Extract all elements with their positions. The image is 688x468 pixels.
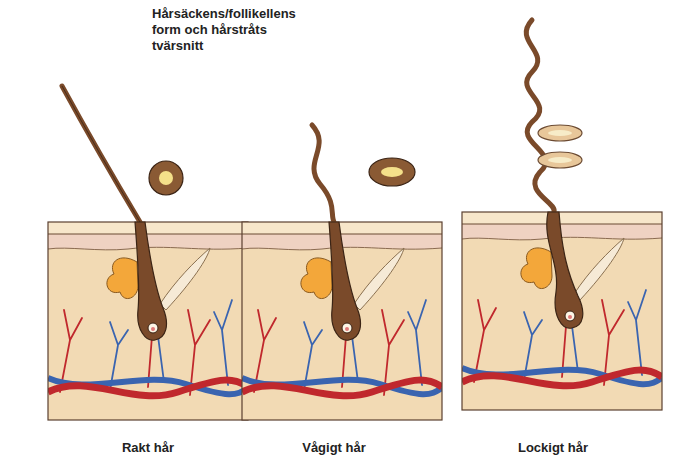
- panel-label: Lockigt hår: [518, 440, 588, 456]
- diagram-title: Hårsäckens/follikellens form och hårstrå…: [152, 6, 302, 54]
- panel-label: Vågigt hår: [302, 440, 366, 456]
- panel-label: Rakt hår: [122, 440, 174, 456]
